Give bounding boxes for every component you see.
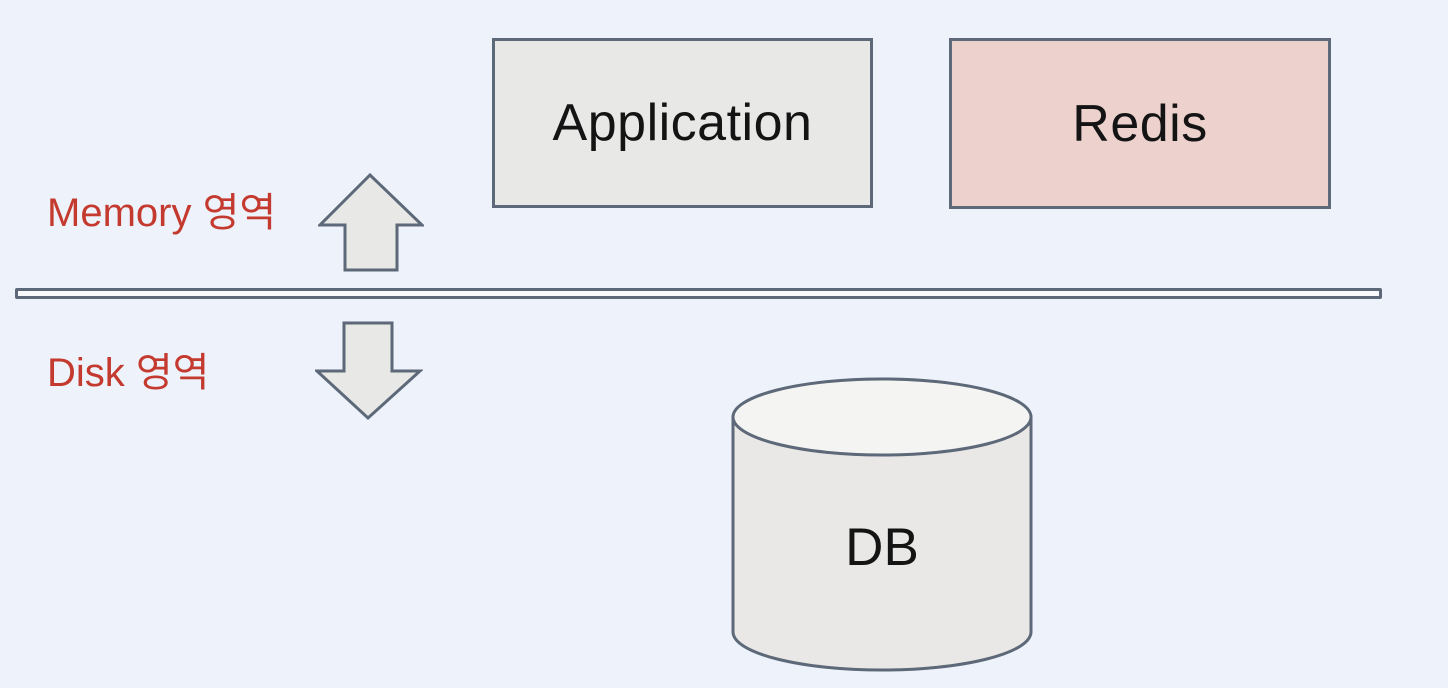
arrow-down-icon xyxy=(315,321,423,421)
memory-disk-divider xyxy=(15,288,1382,299)
database-cylinder-icon xyxy=(731,377,1033,672)
application-label: Application xyxy=(552,94,813,152)
memory-area-label: Memory 영역 xyxy=(47,191,277,235)
database-cylinder-top xyxy=(731,377,1033,457)
redis-node: Redis xyxy=(949,38,1331,209)
arrow-up-icon xyxy=(318,173,424,272)
database-cylinder-body xyxy=(731,415,1033,672)
db-label: DB xyxy=(845,518,919,577)
application-node: Application xyxy=(492,38,873,208)
arrow-up-shape xyxy=(318,173,424,272)
redis-label: Redis xyxy=(1072,94,1208,153)
disk-area-label: Disk 영역 xyxy=(47,351,210,395)
arrow-down-shape xyxy=(315,321,423,421)
